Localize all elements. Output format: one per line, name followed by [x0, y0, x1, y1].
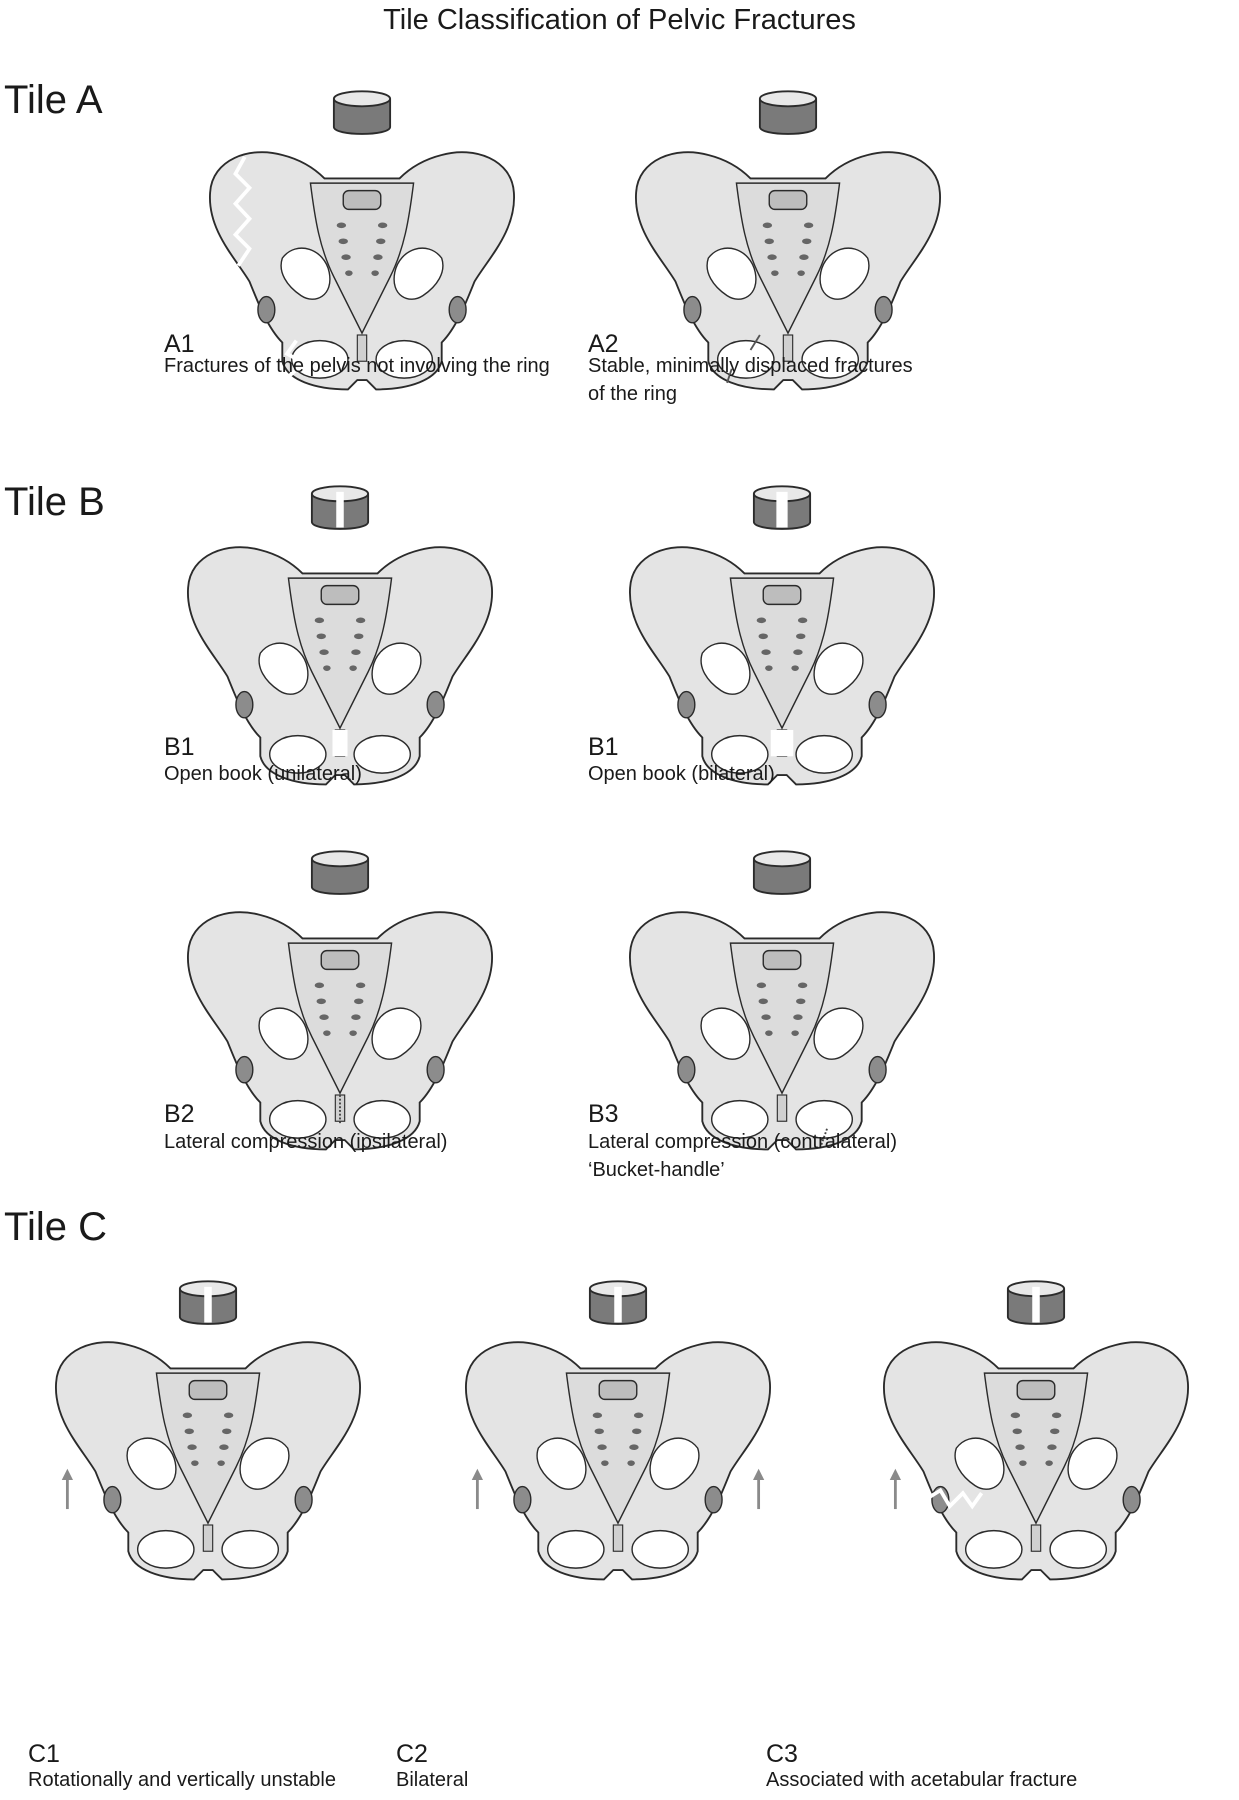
section-label-tile-a: Tile A	[4, 78, 103, 122]
panel-code-c3: C3	[766, 1740, 798, 1768]
panel-code-b1-bilateral: B1	[588, 733, 619, 761]
panel-desc-c3: Associated with acetabular fracture	[766, 1769, 1078, 1791]
pelvis-diagram-b2	[186, 850, 494, 1151]
figure-title: Tile Classification of Pelvic Fractures	[383, 4, 856, 36]
pelvis-diagram-c3	[882, 1280, 1190, 1581]
panel-code-b3: B3	[588, 1100, 619, 1128]
pelvis-diagram-a2	[634, 90, 942, 391]
panel-desc-a1: Fractures of the pelvis not involving th…	[164, 355, 550, 377]
panel-desc-a2: Stable, minimally displaced fractures of…	[588, 355, 913, 405]
panel-desc-b2: Lateral compression (ipsilateral)	[164, 1131, 448, 1153]
section-label-tile-c: Tile C	[4, 1205, 107, 1249]
pelvis-diagram-b3	[628, 850, 936, 1151]
panel-desc-b3: Lateral compression (contralateral) ‘Buc…	[588, 1131, 898, 1181]
panel-desc-b1-bilateral: Open book (bilateral)	[588, 763, 775, 785]
panel-code-c2: C2	[396, 1740, 428, 1768]
panel-code-b1-unilateral: B1	[164, 733, 195, 761]
pelvis-diagram-c1	[54, 1280, 362, 1581]
panel-code-a1: A1	[164, 330, 195, 358]
section-label-tile-b: Tile B	[4, 480, 105, 524]
pelvis-diagram-c2	[464, 1280, 772, 1581]
panel-desc-b1-unilateral: Open book (unilateral)	[164, 763, 362, 785]
pelvis-diagram-b1-unilateral	[186, 485, 494, 786]
panel-code-b2: B2	[164, 1100, 195, 1128]
pelvis-diagram-a1	[208, 90, 516, 391]
panel-desc-c1: Rotationally and vertically unstable	[28, 1769, 336, 1791]
panel-code-c1: C1	[28, 1740, 60, 1768]
pelvis-diagram-b1-bilateral	[628, 485, 936, 786]
panel-code-a2: A2	[588, 330, 619, 358]
panel-desc-c2: Bilateral	[396, 1769, 469, 1791]
